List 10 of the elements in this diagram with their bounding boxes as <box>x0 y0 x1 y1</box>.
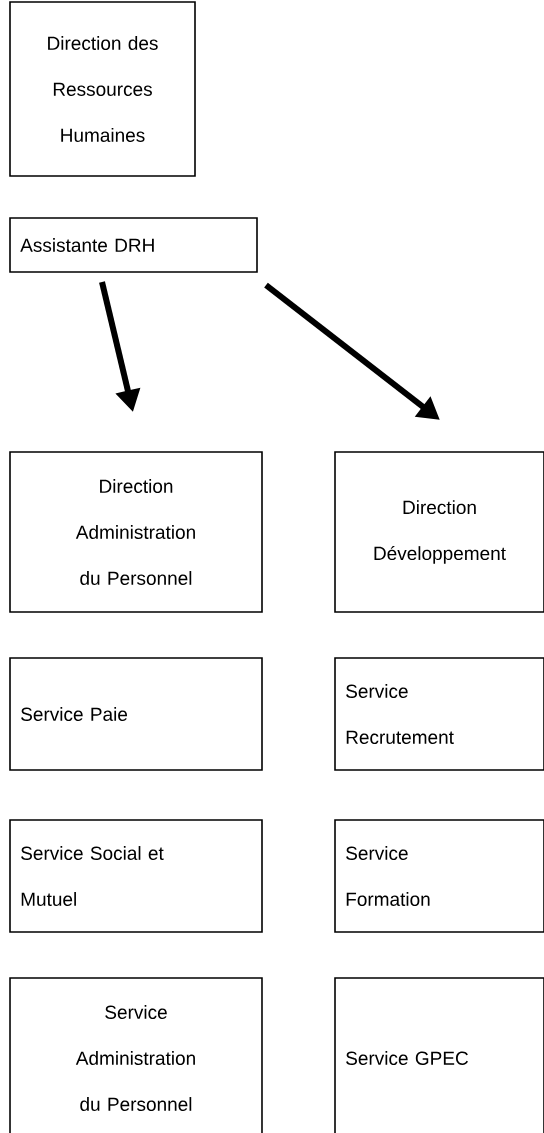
org-box: Service GPEC <box>334 977 544 1133</box>
org-box: Service Formation <box>334 819 544 933</box>
org-box: Service Social et Mutuel <box>9 819 263 933</box>
org-box: Direction Développement <box>334 451 544 613</box>
org-box: Assistante DRH <box>9 217 258 273</box>
org-box: Service Administration du Personnel <box>9 977 263 1133</box>
org-box: Service Recrutement <box>334 657 544 771</box>
org-box: Direction des Ressources Humaines <box>9 1 196 177</box>
org-box: Service Paie <box>9 657 263 771</box>
org-box: Direction Administration du Personnel <box>9 451 263 613</box>
